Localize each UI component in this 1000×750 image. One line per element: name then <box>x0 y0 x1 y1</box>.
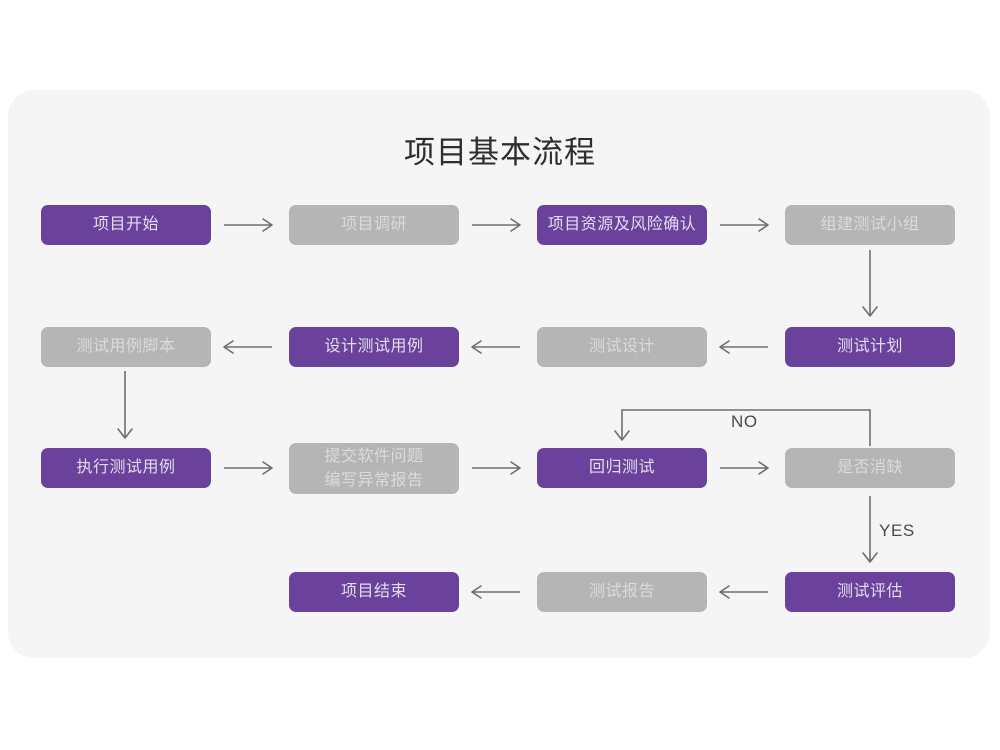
node-design-test-case[interactable]: 设计测试用例 <box>289 327 459 367</box>
node-test-evaluation[interactable]: 测试评估 <box>785 572 955 612</box>
node-regression-test[interactable]: 回归测试 <box>537 448 707 488</box>
node-test-plan[interactable]: 测试计划 <box>785 327 955 367</box>
edge-label-yes: YES <box>879 521 915 540</box>
node-test-report[interactable]: 测试报告 <box>537 572 707 612</box>
node-project-research[interactable]: 项目调研 <box>289 205 459 245</box>
node-defect-cleared[interactable]: 是否消缺 <box>785 448 955 488</box>
node-resource-risk-confirm[interactable]: 项目资源及风险确认 <box>537 205 707 245</box>
flowchart-card <box>8 90 990 658</box>
node-submit-issue-report[interactable]: 提交软件问题 编写异常报告 <box>289 443 459 494</box>
node-execute-test-case[interactable]: 执行测试用例 <box>41 448 211 488</box>
node-test-design[interactable]: 测试设计 <box>537 327 707 367</box>
node-build-test-team[interactable]: 组建测试小组 <box>785 205 955 245</box>
node-test-case-script[interactable]: 测试用例脚本 <box>41 327 211 367</box>
page-title: 项目基本流程 <box>404 135 596 170</box>
node-project-end[interactable]: 项目结束 <box>289 572 459 612</box>
node-project-start[interactable]: 项目开始 <box>41 205 211 245</box>
edge-label-no: NO <box>731 412 758 431</box>
